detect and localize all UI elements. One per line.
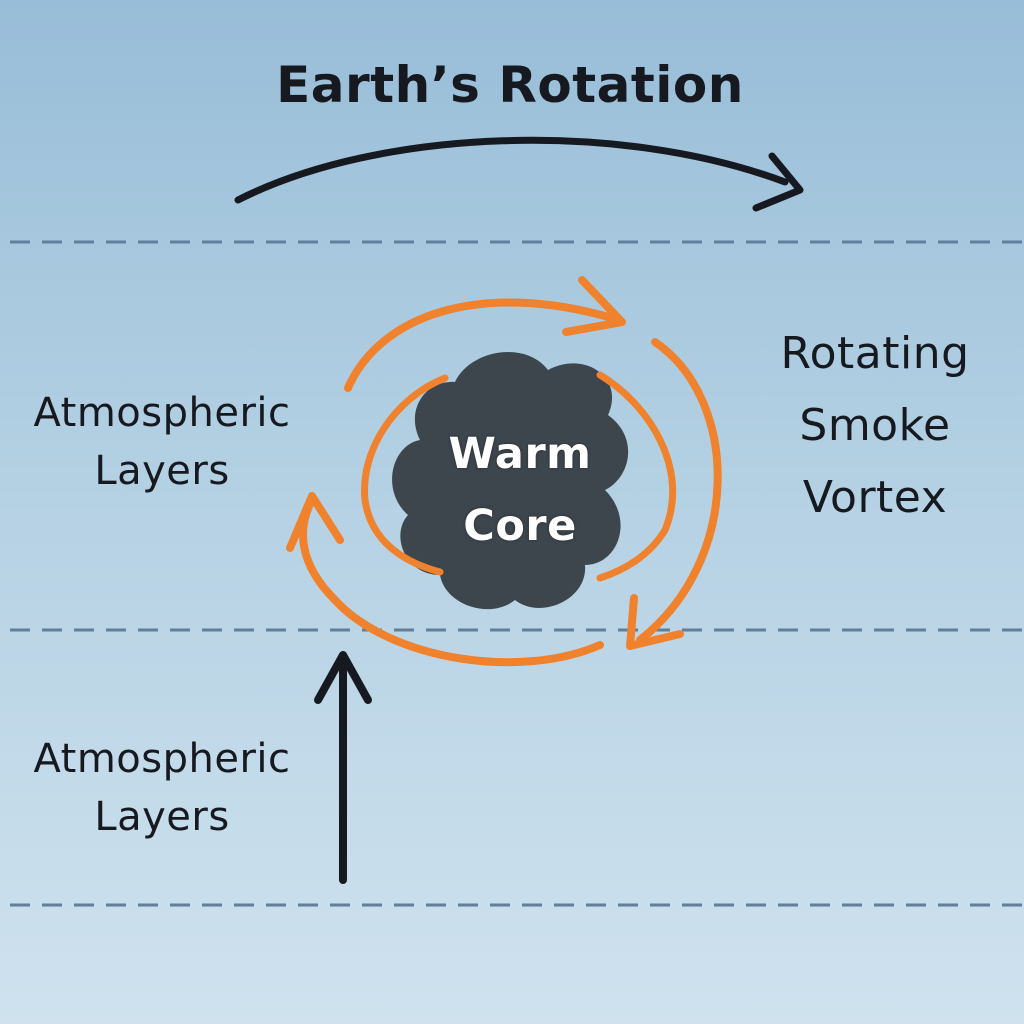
smoke-cloud-icon [392, 352, 629, 610]
diagram-title: Earth’s Rotation [276, 56, 744, 114]
label-line: Vortex [802, 472, 948, 523]
label-line: Smoke [799, 400, 951, 451]
label-line: Layers [94, 794, 230, 840]
vortex-arrow-icon [286, 276, 722, 667]
label-line: Atmospheric [33, 736, 291, 782]
atmospheric-layers-upper-label: Atmospheric Layers [0, 384, 324, 500]
atmospheric-layers-lower-label: Atmospheric Layers [0, 730, 324, 846]
rotation-arrow-icon [234, 136, 804, 212]
label-line: Rotating [780, 328, 970, 379]
upward-arrow-icon [314, 651, 372, 884]
label-line: Atmospheric [33, 390, 291, 436]
label-line: Layers [94, 448, 230, 494]
label-line: Core [463, 501, 577, 551]
label-line: Warm [448, 429, 592, 479]
rotating-smoke-vortex-label: Rotating Smoke Vortex [730, 318, 1020, 534]
warm-core-label: Warm Core [400, 418, 640, 562]
